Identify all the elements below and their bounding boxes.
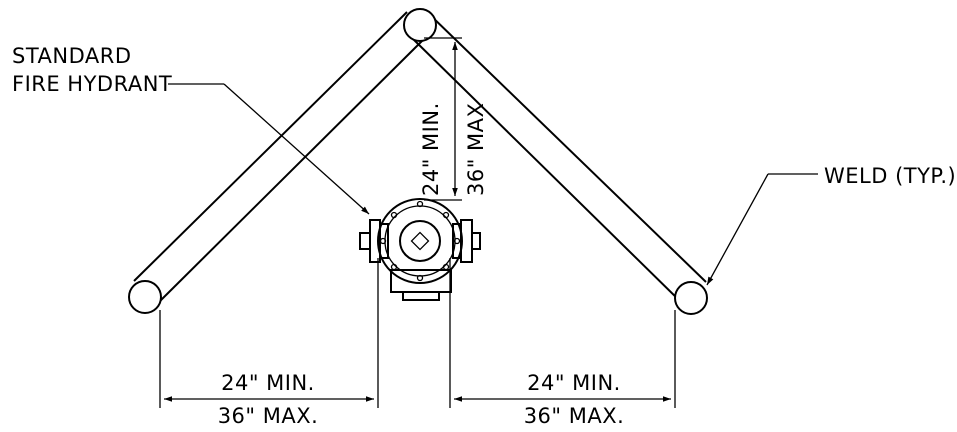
vertical-dimension bbox=[424, 37, 462, 201]
top-bollard-post bbox=[403, 8, 437, 42]
vertical-min-label: 24" MIN. bbox=[419, 102, 443, 196]
left-min-label: 24" MIN. bbox=[221, 371, 315, 395]
hydrant-leader bbox=[168, 83, 370, 215]
hydrant-label-line1: STANDARD bbox=[12, 44, 132, 68]
left-horizontal-dimension bbox=[159, 258, 379, 408]
left-bollard-post bbox=[128, 280, 162, 314]
weld-label: WELD (TYP.) bbox=[824, 164, 956, 188]
right-min-label: 24" MIN. bbox=[527, 371, 621, 395]
left-max-label: 36" MAX. bbox=[218, 404, 319, 428]
hydrant-bolts bbox=[379, 200, 461, 282]
right-bollard-post bbox=[674, 281, 708, 315]
right-max-label: 36" MAX. bbox=[524, 404, 625, 428]
fire-hydrant bbox=[359, 198, 481, 301]
weld-leader bbox=[706, 173, 818, 286]
vertical-max-label: 36" MAX bbox=[464, 103, 488, 196]
right-horizontal-dimension bbox=[449, 258, 676, 408]
left-guard-rail bbox=[133, 11, 426, 306]
hydrant-label-line2: FIRE HYDRANT bbox=[12, 72, 172, 96]
